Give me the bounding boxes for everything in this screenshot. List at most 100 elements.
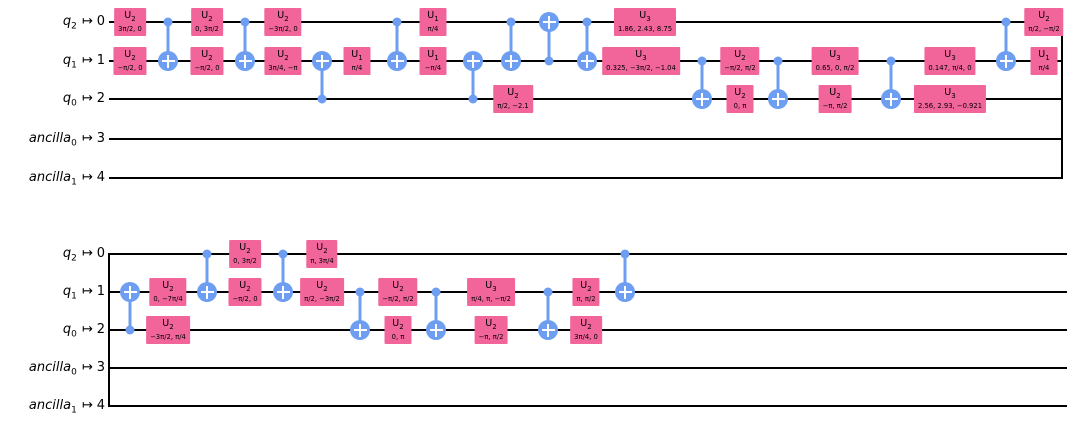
- gate-name: U2: [485, 318, 497, 331]
- gate-name: U2: [392, 318, 404, 331]
- qubit-wire: [109, 253, 1067, 255]
- cnot-control-dot: [773, 56, 783, 66]
- gate-name: U2: [162, 280, 174, 293]
- gate-params: −π/2, π/2: [382, 294, 414, 303]
- gate-params: −3π/2, π/4: [150, 332, 186, 341]
- qubit-wire: [109, 405, 1067, 407]
- gate-u2-box: U2−π, π/2: [474, 316, 508, 344]
- mapsto-icon: ↦: [81, 14, 93, 29]
- wire-label-base: ancilla: [28, 360, 72, 375]
- wire-label: q0↦2: [62, 91, 105, 109]
- gate-params: −π, π/2: [822, 101, 848, 110]
- gate-name: U1: [1038, 49, 1050, 62]
- wire-label-base: q: [62, 284, 72, 299]
- gate-name: U3: [944, 49, 956, 62]
- gate-name: U2: [829, 87, 841, 100]
- gate-params: 3π/4, 0: [574, 332, 598, 341]
- cnot-target-icon: [120, 282, 140, 302]
- gate-params: π/2, −2.1: [497, 101, 529, 110]
- mapsto-icon: ↦: [81, 131, 93, 146]
- gate-params: 1.86, 2.43, 8.75: [617, 24, 673, 33]
- cnot-target-icon: [463, 51, 483, 71]
- cnot-connector: [281, 254, 285, 292]
- cnot-target-icon: [426, 320, 446, 340]
- wire-label-base: q: [62, 246, 72, 261]
- cnot-target-icon: [387, 51, 407, 71]
- mapsto-icon: ↦: [81, 170, 93, 185]
- gate-params: 0, −7π/4: [153, 294, 183, 303]
- cnot-control-dot: [431, 287, 441, 297]
- cnot-control-dot: [317, 94, 327, 104]
- gate-name: U1: [427, 10, 439, 23]
- gate-params: −π, π/2: [478, 332, 504, 341]
- gate-params: π, 3π/4: [310, 256, 334, 265]
- cnot-connector: [546, 292, 550, 330]
- cnot-connector: [243, 22, 247, 61]
- wire-label: q1↦1: [62, 284, 105, 302]
- fold-end-bar: [1061, 21, 1063, 179]
- cnot-target-icon: [539, 12, 559, 32]
- qubit-wire: [109, 177, 1062, 179]
- cnot-target-icon: [158, 51, 178, 71]
- gate-name: U2: [124, 10, 136, 23]
- wire-index: 0: [96, 14, 105, 29]
- gate-params: π/4: [427, 24, 439, 33]
- gate-params: 0.147, π/4, 0: [928, 63, 972, 72]
- cnot-connector: [509, 22, 513, 61]
- cnot-connector: [889, 61, 893, 99]
- gate-params: −π/4: [424, 63, 442, 72]
- gate-name: U2: [239, 242, 251, 255]
- wire-index: 1: [96, 53, 105, 68]
- gate-name: U3: [944, 87, 956, 100]
- wire-index: 4: [96, 170, 105, 185]
- cnot-control-dot: [506, 17, 516, 27]
- gate-params: 2.56, 2.93, −0.921: [917, 101, 983, 110]
- wire-label-base: q: [62, 91, 72, 106]
- gate-name: U2: [201, 10, 213, 23]
- gate-name: U2: [162, 318, 174, 331]
- cnot-connector: [320, 61, 324, 99]
- wire-label-base: q: [62, 322, 72, 337]
- wire-label: q2↦0: [62, 14, 105, 32]
- wire-label: ancilla0↦3: [28, 131, 105, 149]
- gate-name: U2: [734, 87, 746, 100]
- qubit-wire: [109, 367, 1067, 369]
- mapsto-icon: ↦: [81, 398, 93, 413]
- wire-label-base: ancilla: [28, 131, 72, 146]
- cnot-control-dot: [392, 17, 402, 27]
- wire-label-base: q: [62, 14, 72, 29]
- cnot-target-icon: [881, 89, 901, 109]
- wire-label: q2↦0: [62, 246, 105, 264]
- cnot-target-icon: [350, 320, 370, 340]
- wire-index: 1: [96, 284, 105, 299]
- gate-params: −π/2, π/2: [724, 63, 756, 72]
- gate-u2-box: U2−π/2, 0: [113, 47, 147, 75]
- gate-name: U2: [201, 49, 213, 62]
- wire-label-base: q: [62, 53, 72, 68]
- cnot-target-icon: [197, 282, 217, 302]
- mapsto-icon: ↦: [81, 91, 93, 106]
- gate-params: −π/2, 0: [194, 63, 220, 72]
- gate-u2-box: U2−π/2, π/2: [720, 47, 760, 75]
- gate-name: U3: [829, 49, 841, 62]
- gate-name: U2: [316, 280, 328, 293]
- cnot-connector: [700, 61, 704, 99]
- cnot-target-icon: [273, 282, 293, 302]
- cnot-connector: [585, 22, 589, 61]
- cnot-target-icon: [538, 320, 558, 340]
- gate-params: 0.325, −3π/2, −1.04: [606, 63, 676, 72]
- gate-name: U2: [1038, 10, 1050, 23]
- gate-u2-box: U2−π, π/2: [818, 85, 852, 113]
- cnot-control-dot: [278, 249, 288, 259]
- gate-name: U2: [734, 49, 746, 62]
